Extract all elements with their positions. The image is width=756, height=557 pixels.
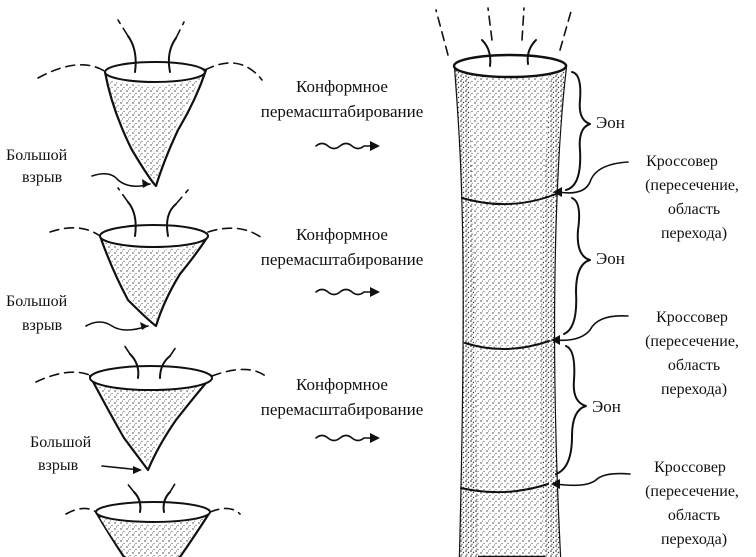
svg-text:область: область xyxy=(668,357,720,374)
svg-text:перехода): перехода) xyxy=(661,225,727,242)
crossover-label-1: Кроссовер (пересечение, область перехода… xyxy=(645,153,739,242)
big-bang-arrowhead-1 xyxy=(142,179,150,188)
aeon-brace-1 xyxy=(566,72,590,190)
rescaling-arrowhead-3 xyxy=(370,433,380,443)
svg-text:область: область xyxy=(668,507,720,524)
svg-text:Большой: Большой xyxy=(6,147,68,164)
svg-text:взрыв: взрыв xyxy=(22,317,63,334)
aeon-label-3: Эон xyxy=(592,397,621,416)
svg-text:перемасштабирование: перемасштабирование xyxy=(261,102,424,121)
rescaling-arrow-1 xyxy=(316,144,372,149)
svg-text:Большой: Большой xyxy=(30,434,92,451)
aeon-brace-3 xyxy=(556,346,586,474)
universe-cone-1 xyxy=(38,20,262,186)
big-bang-label-3: Большой взрыв xyxy=(30,434,92,474)
svg-text:взрыв: взрыв xyxy=(22,169,63,186)
big-bang-arrowhead-3 xyxy=(133,466,142,474)
svg-text:(пересечение,: (пересечение, xyxy=(645,333,739,350)
aeon-label-2: Эон xyxy=(596,249,625,268)
aeon-brace-2 xyxy=(564,198,590,334)
svg-text:Кроссовер: Кроссовер xyxy=(654,459,726,476)
aeon-label-1: Эон xyxy=(596,113,625,132)
svg-text:перехода): перехода) xyxy=(661,531,727,548)
crossover-label-3: Кроссовер (пересечение, область перехода… xyxy=(645,459,739,548)
svg-text:Конформное: Конформное xyxy=(296,375,388,394)
big-bang-label-1: Большой взрыв xyxy=(6,147,68,186)
svg-text:перемасштабирование: перемасштабирование xyxy=(261,400,424,419)
svg-text:Большой: Большой xyxy=(6,293,68,310)
crossover-pointer-3 xyxy=(556,474,630,486)
rescaling-arrowhead-2 xyxy=(370,287,380,297)
svg-text:Конформное: Конформное xyxy=(296,225,388,244)
universe-cone-2 xyxy=(50,188,262,326)
big-bang-pointer-1 xyxy=(92,174,150,187)
rescaling-label-1: Конформное перемасштабирование xyxy=(261,77,424,121)
svg-text:взрыв: взрыв xyxy=(38,457,79,474)
crossover-label-2: Кроссовер (пересечение, область перехода… xyxy=(645,309,739,398)
svg-text:(пересечение,: (пересечение, xyxy=(645,483,739,500)
rescaling-label-2: Конформное перемасштабирование xyxy=(261,225,424,269)
big-bang-pointer-2 xyxy=(86,322,148,330)
svg-text:Кроссовер: Кроссовер xyxy=(646,153,718,170)
rescaling-arrow-3 xyxy=(316,436,372,441)
svg-text:перемасштабирование: перемасштабирование xyxy=(261,250,424,269)
crossover-pointer-2 xyxy=(556,316,628,341)
svg-text:Конформное: Конформное xyxy=(296,77,388,96)
rescaling-label-3: Конформное перемасштабирование xyxy=(261,375,424,419)
aeon-tube xyxy=(436,8,572,557)
svg-text:область: область xyxy=(668,201,720,218)
universe-cone-4 xyxy=(66,482,240,557)
big-bang-label-2: Большой взрыв xyxy=(6,293,68,334)
rescaling-arrow-2 xyxy=(316,290,372,295)
svg-text:Кроссовер: Кроссовер xyxy=(656,309,728,326)
svg-text:перехода): перехода) xyxy=(661,381,727,398)
rescaling-arrowhead-1 xyxy=(370,141,380,151)
svg-text:(пересечение,: (пересечение, xyxy=(645,177,739,194)
